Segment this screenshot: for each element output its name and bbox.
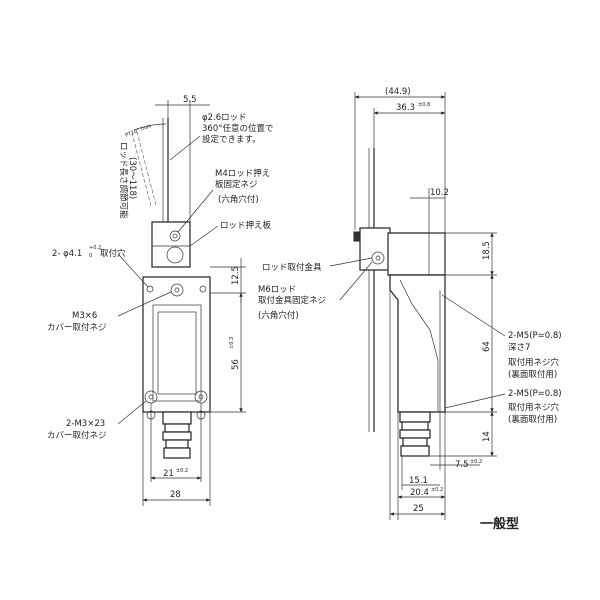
label-m4-clamp-1: M4ロッド押え	[215, 168, 270, 179]
label-m5-top-2: 深さ7	[508, 343, 530, 353]
dim-56-tol: ±0.3	[229, 337, 235, 349]
dim-28: 28	[170, 490, 181, 500]
label-m6-2: 取付金具固定ネジ	[258, 295, 326, 306]
label-m3x23-1: 2-M3×23	[66, 419, 105, 429]
label-mount-hole-tol: +0.2	[89, 245, 101, 251]
dim-44-9: (44.9)	[385, 87, 411, 97]
label-m5-bot-1: 2-M5(P=0.8)	[508, 389, 562, 399]
label-rod-length-2: (30〜118)	[127, 157, 137, 199]
front-view: 5.5 12.5 56 ±0.3 21 ±0.2 28	[117, 95, 246, 506]
dim-14: 14	[482, 431, 492, 442]
boot	[162, 411, 192, 459]
dim-21: 21	[163, 469, 174, 479]
rod-tilt-range	[136, 131, 157, 206]
dim-20-4-tol: ±0.2	[431, 487, 443, 493]
head-block	[387, 232, 446, 276]
label-rod-diameter: φ2.6ロッド	[202, 113, 247, 123]
dim-36-3: 36.3	[396, 103, 415, 113]
label-rod-position-1: 360°任意の位置で	[202, 123, 273, 134]
dim-10-2: 10.2	[430, 188, 449, 198]
label-rod-clamp-plate: ロッド押え板	[220, 220, 272, 231]
label-m3x6-1: M3×6	[72, 311, 97, 321]
side-view: (44.9) 36.3 ±0.8 10.2 18.5 64 14 7.5 ±0.…	[329, 87, 506, 520]
cover-window	[157, 311, 197, 395]
dim-21-tol: ±0.2	[176, 468, 188, 474]
dim-12-5: 12.5	[231, 266, 241, 285]
label-m6-1: M6ロッド	[258, 285, 296, 295]
dim-25: 25	[413, 504, 424, 514]
dim-7-5-tol: ±0.2	[470, 459, 482, 465]
dim-20-4: 20.4	[410, 488, 429, 498]
label-mount-hole: 2- φ4.1	[52, 249, 82, 259]
label-mount-hole-tol2: 0	[89, 253, 92, 259]
rod-bracket	[359, 227, 391, 271]
dim-64: 64	[482, 341, 492, 352]
label-m4-clamp-2: 板固定ネジ	[215, 179, 258, 190]
dim-18-5: 18.5	[482, 241, 492, 260]
label-m5-bot-2: 取付用ネジ穴	[508, 402, 560, 413]
label-mount-hole-suffix: 取付穴	[100, 248, 126, 259]
mount-hole-icon	[146, 285, 154, 293]
m4-screw-icon	[169, 230, 181, 242]
dim-36-3-tol: ±0.8	[418, 102, 430, 108]
dim-7-5: 7.5	[455, 460, 469, 470]
label-rod-bracket: ロッド取付金具	[262, 262, 322, 273]
label-rod-length-1: ロッド長さ調節可能	[118, 142, 129, 219]
label-m3x23-2: カバー取付ネジ	[47, 430, 107, 441]
label-m5-top-3: 取付用ネジ穴	[508, 357, 560, 368]
dim-15-1: 15.1	[409, 476, 428, 486]
side-body	[389, 274, 446, 413]
label-m5-top-4: (裏面取付用)	[508, 369, 557, 380]
label-pt-angle: PT20° max	[125, 123, 153, 139]
dim-5-5: 5.5	[183, 95, 197, 105]
label-m5-top-1: 2-M5(P=0.8)	[508, 331, 562, 341]
rod-holder-block	[151, 221, 191, 268]
label-m4-clamp-3: (六角穴付)	[218, 194, 259, 205]
label-m6-3: (六角穴付)	[258, 310, 299, 321]
side-boot	[399, 411, 431, 457]
label-m5-bot-3: (裏面取付用)	[508, 414, 557, 425]
m3x6-screw-icon	[170, 283, 184, 297]
type-name: 一般型	[480, 516, 519, 532]
label-rod-position-2: 設定できます。	[202, 134, 261, 145]
dim-56: 56	[231, 359, 241, 370]
label-m3x6-2: カバー取付ネジ	[47, 322, 107, 333]
